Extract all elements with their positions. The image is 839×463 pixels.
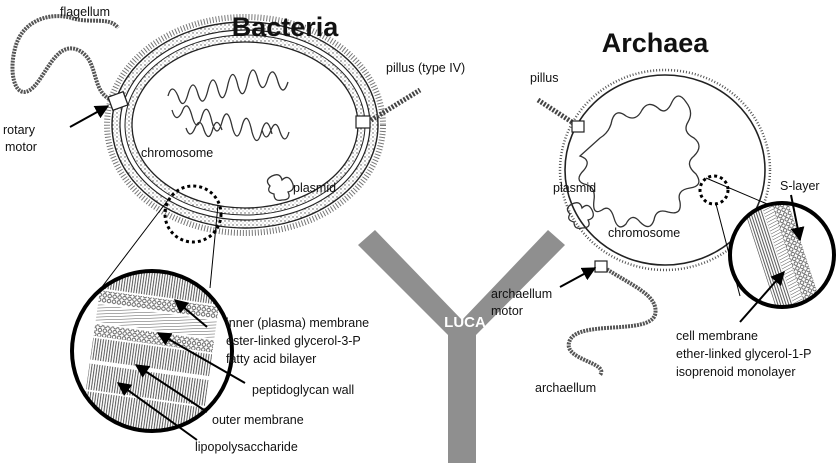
archaellum-motor-line1: archaellum	[491, 287, 552, 301]
archaea-plasmid-label: plasmid	[553, 181, 596, 195]
outer-membrane-label: outer membrane	[212, 413, 304, 427]
rotary-label-line1: rotary	[3, 123, 36, 137]
peptidoglycan-label: peptidoglycan wall	[252, 383, 354, 397]
bacteria-title: Bacteria	[232, 12, 340, 42]
s-layer-label: S-layer	[780, 179, 820, 193]
bacteria-pillus-label: pillus (type IV)	[386, 61, 465, 75]
lipopolysaccharide-label: lipopolysaccharide	[195, 440, 298, 454]
bacteria-chromosome-label: chromosome	[141, 146, 213, 160]
luca-trunk	[358, 230, 565, 463]
archaellum-motor-shape	[595, 261, 607, 272]
cell-membrane-label: cell membrane	[676, 329, 758, 343]
pillus-base	[356, 116, 370, 128]
flagellum-label: flagellum	[60, 5, 110, 19]
ether-linked-label: ether-linked glycerol-1-P	[676, 347, 811, 361]
archaellum-label: archaellum	[535, 381, 596, 395]
isoprenoid-label: isoprenoid monolayer	[676, 365, 796, 379]
luca-label: LUCA	[444, 314, 486, 331]
bacteria-plasmid-label: plasmid	[293, 181, 336, 195]
bacteria-flagellum	[12, 16, 118, 100]
bacteria-cell	[107, 17, 383, 233]
fatty-acid-label: fatty acid bilayer	[226, 352, 316, 366]
archaea-pillus-label: pillus	[530, 71, 559, 85]
archaellum-motor-line2: motor	[491, 304, 523, 318]
rotary-label-line2: motor	[5, 140, 37, 154]
luca-tree: LUCA	[358, 230, 565, 463]
archaea-pillus-base	[572, 121, 584, 132]
ester-linked-label: ester-linked glycerol-3-P	[226, 334, 361, 348]
inner-membrane-label: inner (plasma) membrane	[226, 316, 369, 330]
archaea-title: Archaea	[602, 28, 710, 58]
archaea-chromosome-label: chromosome	[608, 226, 680, 240]
archaellum	[569, 266, 656, 375]
